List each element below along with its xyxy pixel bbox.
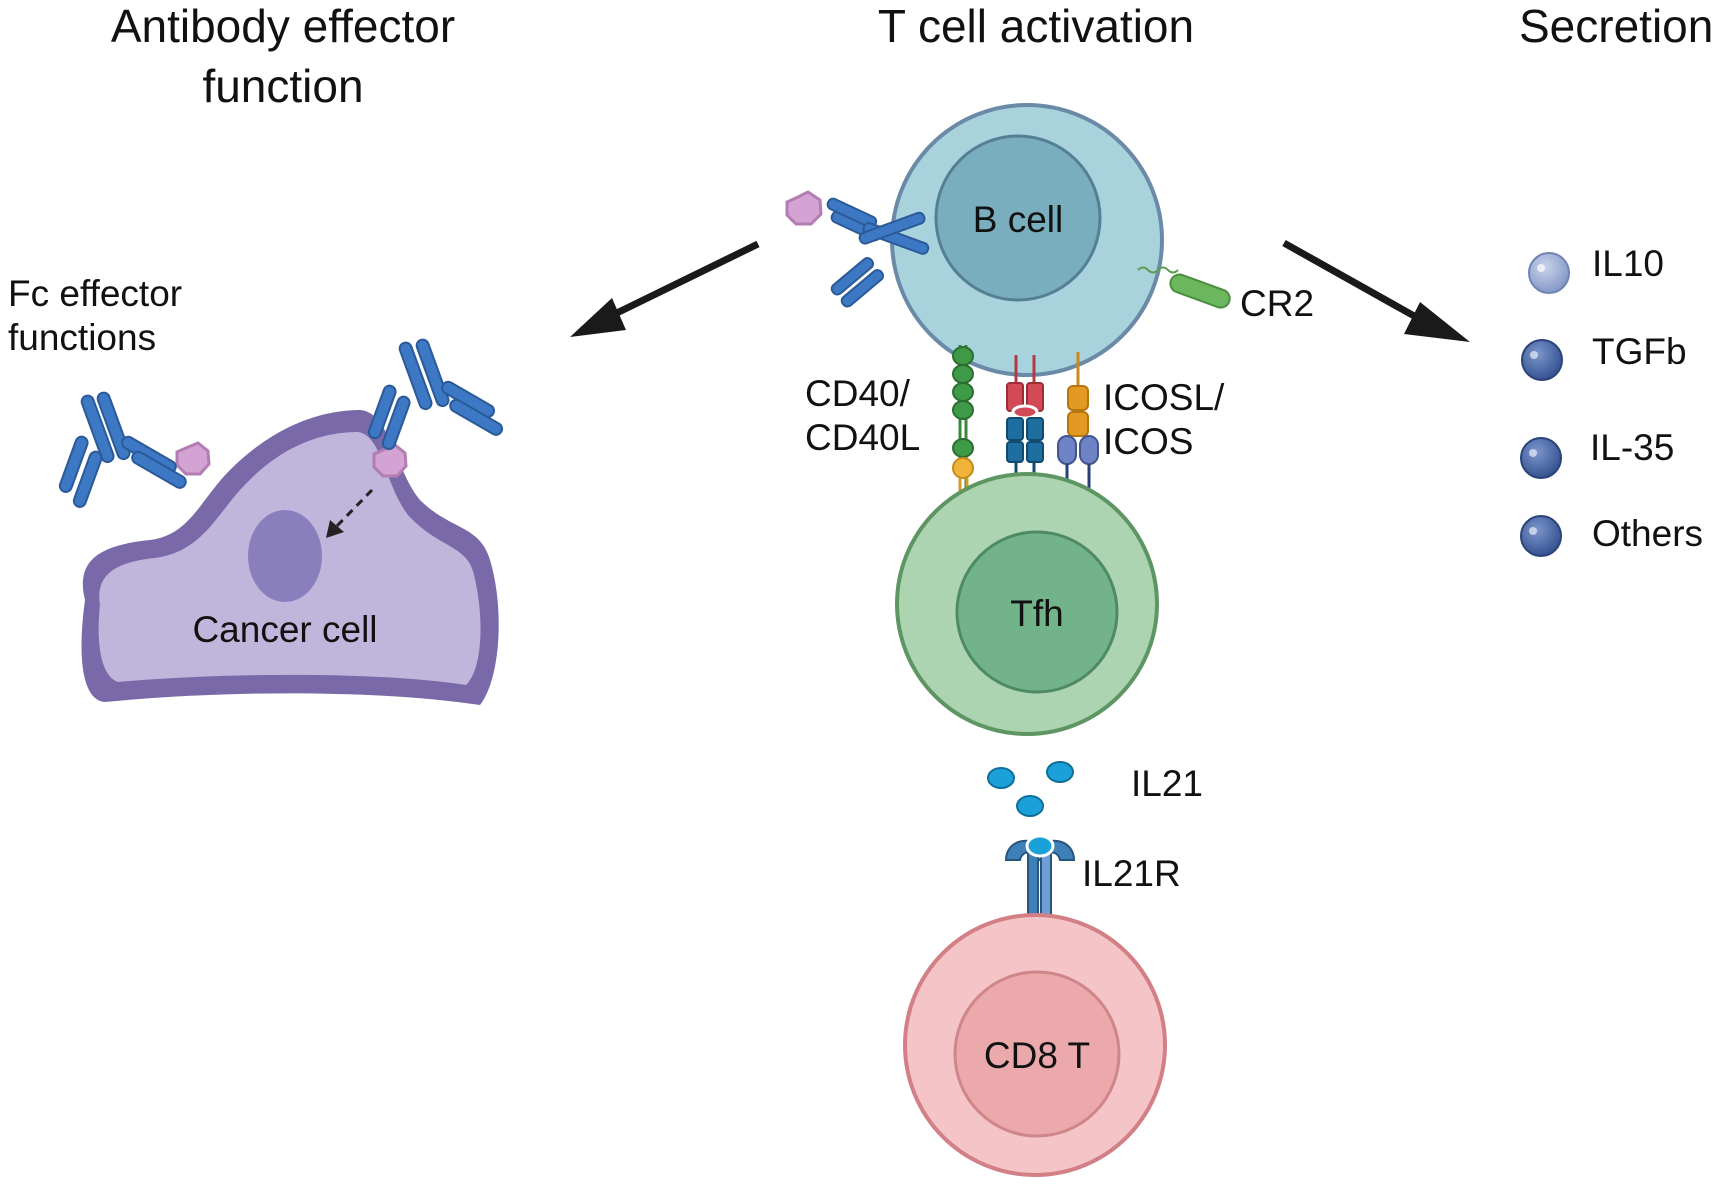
heading-tcell-activation: T cell activation [878,0,1194,52]
cd8-nucleus [953,970,1121,1138]
icosl-icos-receptor [1057,352,1099,492]
antigen-left [175,441,211,476]
secretion-list: IL10 TGFb IL-35 Others [1520,243,1703,557]
internalization-arrow [331,488,374,532]
cd40-cd40l-receptor [952,345,974,495]
tgfb-ball-icon [1521,339,1563,381]
label-cr2: CR2 [1240,283,1314,324]
mhc-tcr-complex [1006,355,1044,490]
label-b-cell: B cell [973,199,1063,240]
bcr-antibody [826,197,930,308]
arrowhead-left [570,298,626,337]
cancer-nucleus [248,510,322,602]
cr2-receptor [1169,273,1231,309]
internalization-arrowhead [326,520,344,538]
heading-antibody-line1: Antibody effector [111,0,455,52]
secretion-label: Others [1592,513,1703,554]
cr2-tether [1137,266,1179,274]
b-cell: B cell [890,103,1164,377]
label-fc-line1: Fc effector [8,273,182,314]
cd8-t-cell: CD8 T [903,913,1167,1177]
label-icos-line1: ICOSL/ [1103,377,1225,418]
tfh-nucleus [955,530,1119,694]
label-cd40-line2: CD40L [805,417,920,458]
arrowhead-right [1404,302,1470,342]
secretion-label: IL-35 [1590,427,1674,468]
secretion-label: TGFb [1592,331,1687,372]
tfh-cell: Tfh [895,472,1159,736]
heading-antibody-line2: function [202,60,363,112]
label-cd8-t: CD8 T [984,1035,1090,1076]
arrow-to-secretion [1282,239,1434,330]
others-ball-icon [1520,515,1562,557]
label-tfh: Tfh [1010,593,1063,634]
label-cd40-line1: CD40/ [805,373,911,414]
heading-secretion: Secretion [1519,0,1713,52]
il10-ball-icon [1528,252,1570,294]
label-fc-line2: functions [8,317,156,358]
il21-particle [987,767,1015,789]
cancer-cell: Cancer cell [81,410,499,705]
il21-particle [1016,795,1044,817]
label-il21: IL21 [1131,763,1203,804]
il21r-receptor [1004,834,1076,931]
il21-particle [1046,761,1074,783]
label-icos-line2: ICOS [1103,421,1193,462]
bcr-antigen [785,190,823,226]
secretion-label: IL10 [1592,243,1664,284]
il35-ball-icon [1520,437,1562,479]
antibody-left [58,391,187,508]
antigen-right [372,443,408,478]
label-cancer-cell: Cancer cell [192,609,377,650]
antibody-right [367,338,504,451]
label-il21r: IL21R [1082,853,1181,894]
b-cell-nucleus [934,134,1102,302]
